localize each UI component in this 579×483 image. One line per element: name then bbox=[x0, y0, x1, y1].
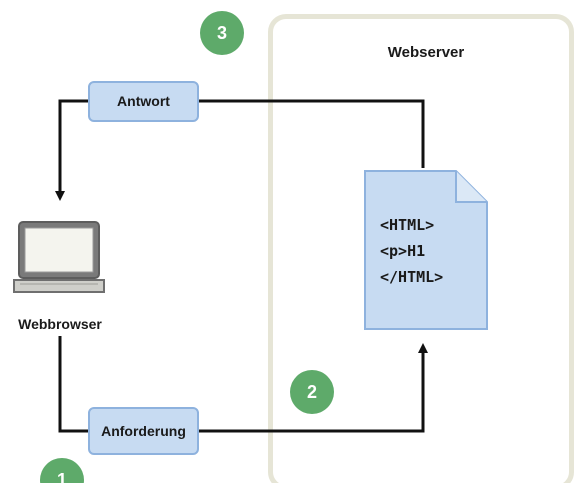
response-label: Antwort bbox=[88, 81, 199, 122]
code-line-3: </HTML> bbox=[380, 268, 444, 286]
step-2-badge: 2 bbox=[290, 370, 334, 414]
document-icon bbox=[364, 170, 488, 330]
code-line-2: <p>H1 bbox=[380, 242, 426, 260]
laptop-icon bbox=[12, 220, 106, 296]
request-label: Anforderung bbox=[88, 407, 199, 455]
webserver-title: Webserver bbox=[387, 44, 465, 61]
response-connector bbox=[55, 99, 425, 201]
code-line-1: <HTML> bbox=[380, 216, 435, 234]
webbrowser-label: Webbrowser bbox=[18, 316, 102, 332]
html-document: <HTML> <p>H1 </HTML> bbox=[364, 170, 488, 330]
step-3-badge: 3 bbox=[200, 11, 244, 55]
request-connector bbox=[58, 336, 428, 433]
